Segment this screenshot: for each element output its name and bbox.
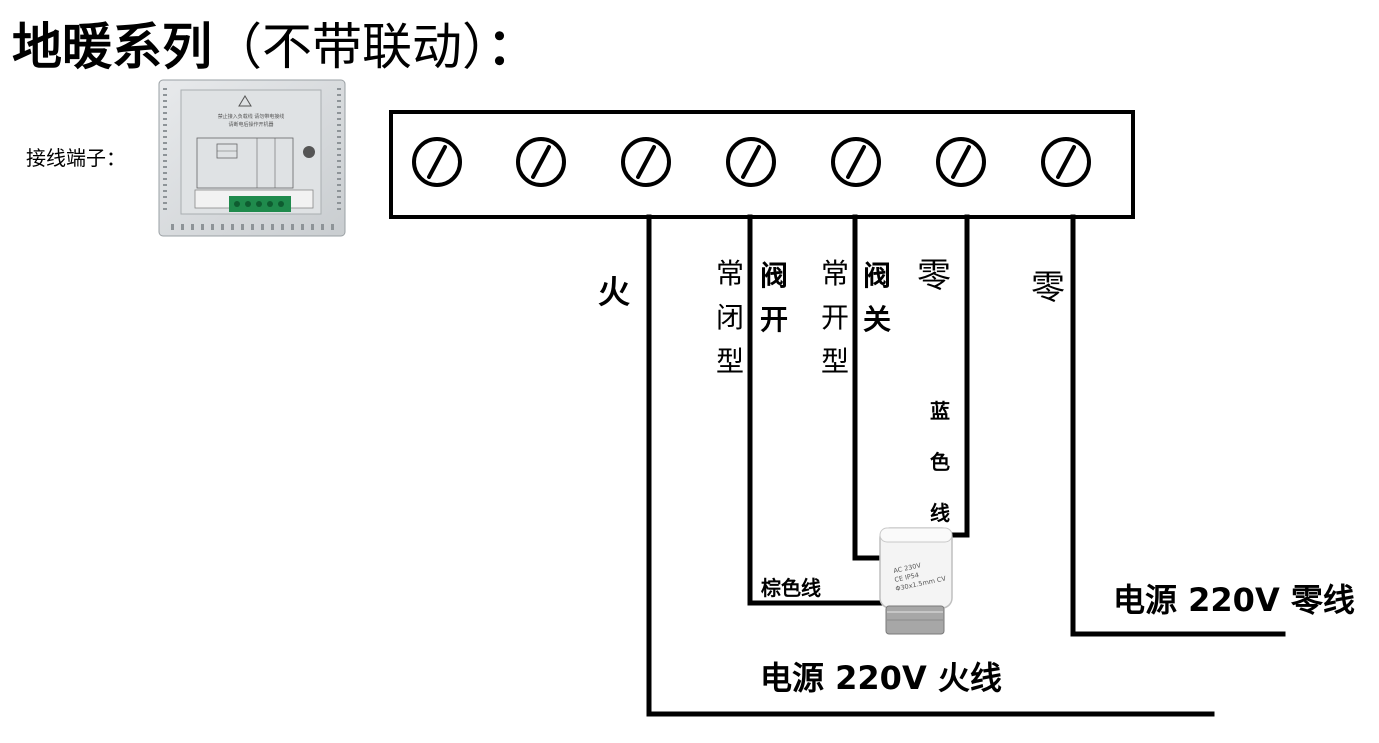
terminal-screw	[412, 137, 462, 187]
label-zero-valve: 零	[914, 254, 954, 298]
label-normally-closed-char-1: 常	[715, 257, 744, 290]
wire-neutral	[1070, 214, 1286, 637]
terminal-block	[389, 110, 1135, 219]
label-valve-open-char-2: 开	[759, 303, 788, 336]
label-valve-close-char-1: 阀	[862, 259, 891, 292]
label-normally-open-char-3: 型	[820, 345, 849, 378]
label-zero-valve-char: 零	[917, 256, 951, 296]
label-power-neutral: 电源 220V 零线	[1113, 581, 1355, 619]
label-valve-close-char-2: 关	[862, 303, 891, 336]
label-valve-close: 阀 关	[857, 254, 897, 342]
label-normally-open-char-1: 常	[820, 257, 849, 290]
terminal-label: 接线端子：	[26, 146, 126, 170]
label-blue-wire-char-1: 蓝	[930, 399, 950, 423]
wire-live	[646, 214, 1215, 717]
title-colon: ：	[487, 17, 537, 76]
label-normally-closed-char-2: 闭	[715, 301, 744, 334]
label-valve-open-char-1: 阀	[759, 259, 788, 292]
label-fire: 火	[598, 273, 631, 311]
wire-normally-open	[852, 214, 883, 561]
label-valve-open: 阀 开	[754, 254, 794, 342]
label-zero-power: 零	[1028, 266, 1068, 310]
label-zero-power-char: 零	[1031, 268, 1065, 308]
title-paren: （不带联动）	[212, 18, 487, 76]
label-normally-closed: 常 闭 型	[710, 252, 750, 384]
terminal-screw	[516, 137, 566, 187]
label-normally-open: 常 开 型	[815, 252, 855, 384]
label-blue-wire-char-3: 线	[930, 501, 950, 525]
page-title: 地暖系列（不带联动）：	[12, 14, 537, 80]
terminal-screws	[412, 137, 1091, 187]
wire-brown	[747, 214, 889, 606]
actuator-image: AC 230V CE IP54 Φ30x1.5mm CV	[879, 527, 953, 635]
title-main: 地暖系列	[12, 17, 212, 76]
label-blue-wire: 蓝 色 线	[925, 386, 955, 539]
label-blue-wire-char-2: 色	[930, 450, 950, 474]
terminal-screw	[726, 137, 776, 187]
thermostat-back-image: 禁止接入负载线 请勿带电接线 请断电后操作开机器	[158, 79, 346, 237]
terminal-screw	[621, 137, 671, 187]
label-power-live: 电源 220V 火线	[760, 659, 1002, 697]
terminal-screw	[1041, 137, 1091, 187]
device-warning-line-1: 禁止接入负载线 请勿带电接线	[218, 113, 285, 120]
device-warning-line-2: 请断电后操作开机器	[228, 121, 273, 128]
label-normally-closed-char-3: 型	[715, 345, 744, 378]
terminal-screw	[831, 137, 881, 187]
terminal-screw	[936, 137, 986, 187]
label-brown-wire: 棕色线	[761, 576, 821, 600]
label-normally-open-char-2: 开	[820, 301, 849, 334]
